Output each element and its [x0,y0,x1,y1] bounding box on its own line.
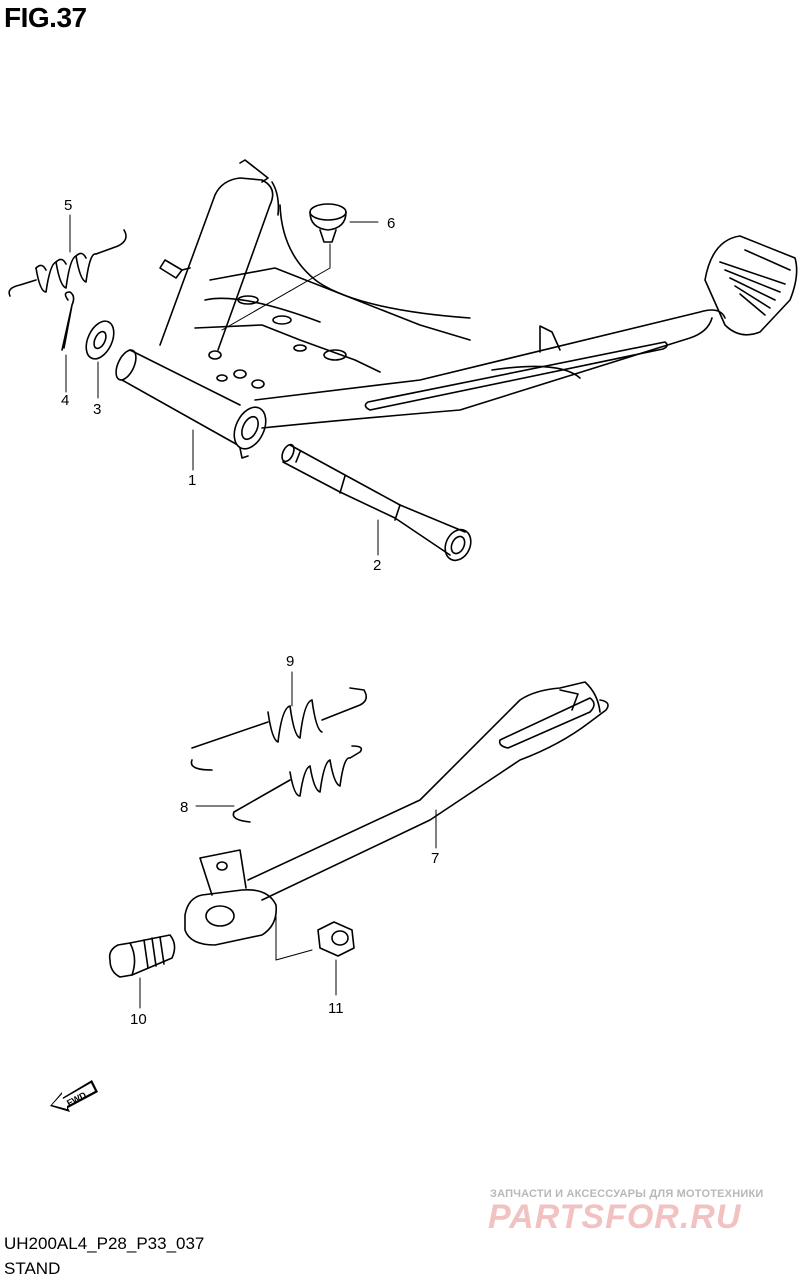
callout-3: 3 [93,401,101,418]
stopper-part-6 [309,203,347,243]
callout-2: 2 [373,557,381,574]
callout-5: 5 [64,197,72,214]
washer-part-3 [85,320,115,360]
cotter-pin-part-4 [61,291,75,351]
spring-part-5 [8,229,127,297]
callout-10: 10 [130,1011,147,1028]
center-stand-part-1 [115,159,798,459]
callout-4: 4 [61,392,69,409]
spring-part-8 [232,745,363,823]
bolt-part-10 [108,934,176,978]
callout-8: 8 [180,799,188,816]
washer-hole [93,330,107,350]
watermark-logo: PARTSFOR.RU [488,1198,742,1236]
callout-11: 11 [328,1000,344,1017]
callout-1: 1 [188,472,196,489]
fwd-arrow-icon: FWD [48,1072,100,1114]
diagram-code: UH200AL4_P28_P33_037 [4,1234,205,1253]
diagram-name: STAND [4,1259,61,1278]
callout-6: 6 [387,215,395,232]
nut-part-11 [317,921,355,957]
spring-part-9 [190,687,368,771]
callout-9: 9 [286,653,294,670]
watermark-tagline: ЗАПЧАСТИ И АКСЕССУАРЫ ДЛЯ МОТОТЕХНИКИ [490,1188,764,1200]
figure-title: FIG.37 [4,2,87,33]
callout-7: 7 [431,850,439,867]
leader-lines [65,214,437,1009]
side-stand-part-7 [184,681,609,946]
shaft-part-2 [281,443,472,562]
